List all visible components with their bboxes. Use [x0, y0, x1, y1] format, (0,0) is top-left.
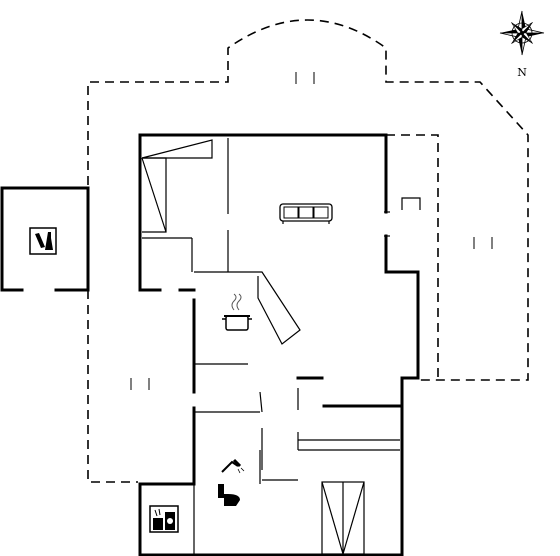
cooking-pot-icon — [222, 293, 252, 331]
sofa-icon — [279, 203, 333, 224]
interior-walls — [141, 138, 421, 555]
shower-toilet-icon — [218, 458, 245, 506]
compass-rose-icon — [499, 10, 545, 56]
north-label: N — [517, 66, 527, 79]
annex-building — [0, 186, 90, 292]
terrace-outline — [87, 19, 529, 483]
washing-machine-icon — [149, 505, 179, 533]
tools-icon — [29, 227, 57, 255]
house-exterior-walls — [138, 133, 420, 556]
